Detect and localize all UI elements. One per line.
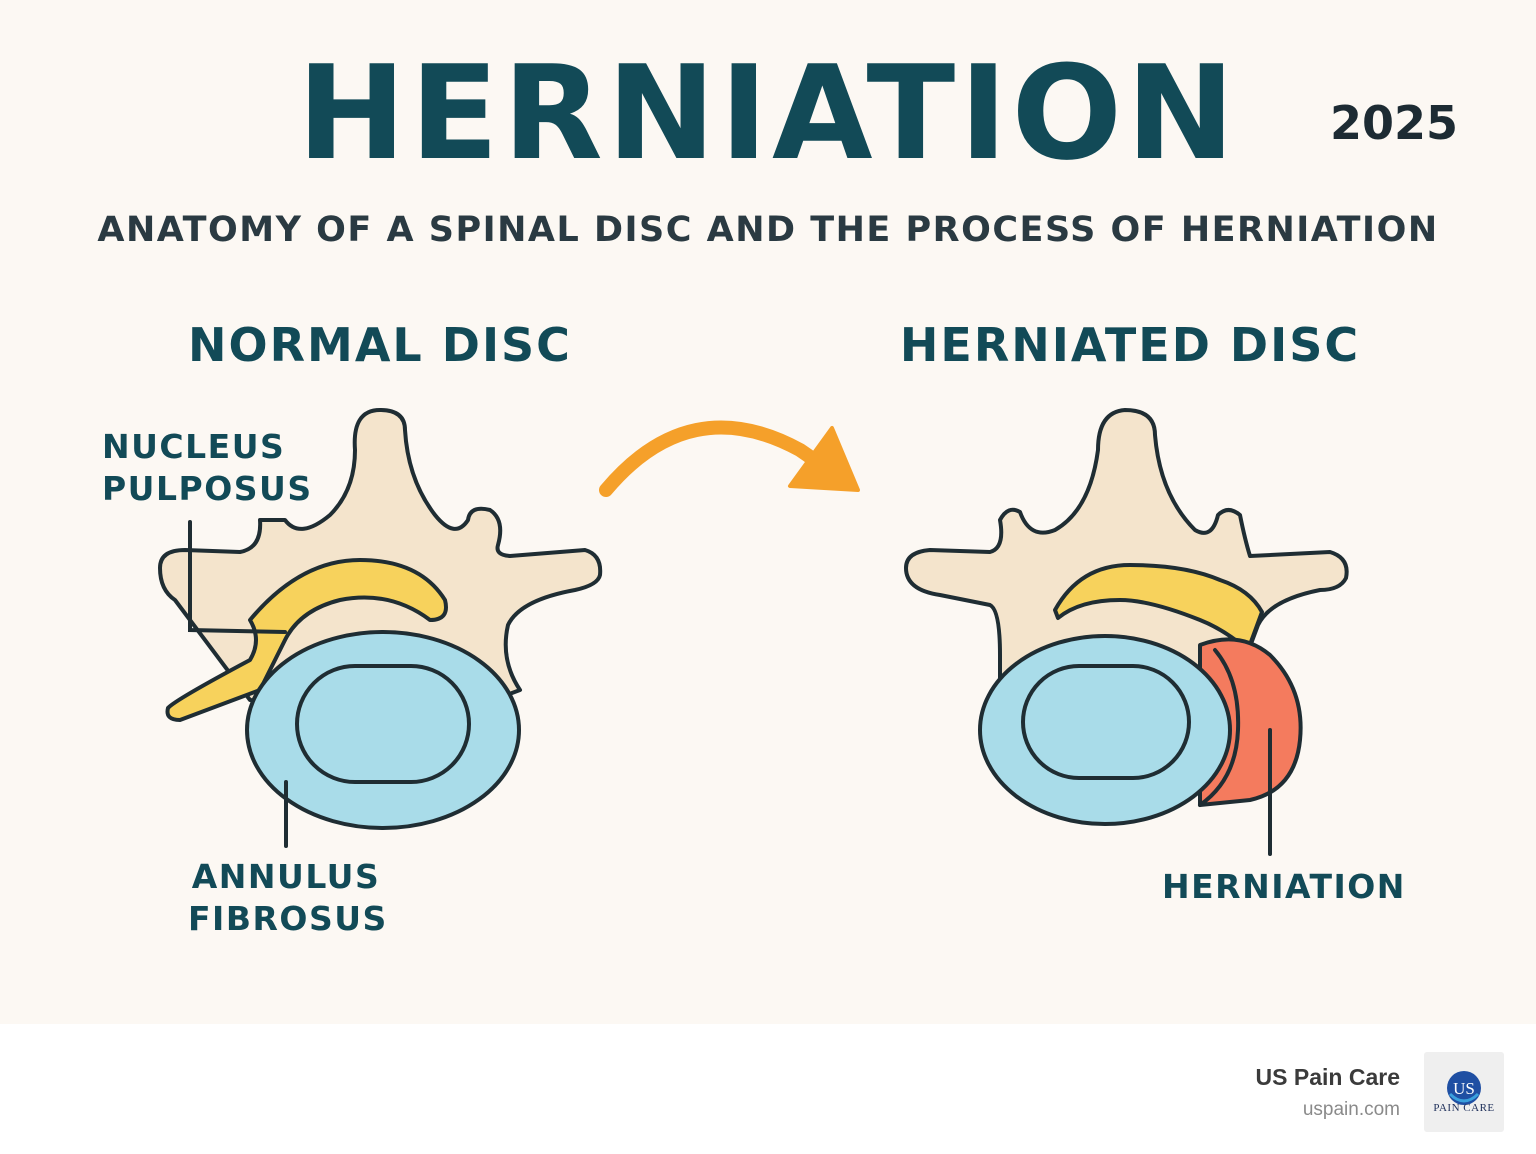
nucleus-label-line1: NUCLEUS [102,427,286,466]
nucleus-label-line2: PULPOSUS [102,469,313,508]
us-pain-care-logo-icon: US [1447,1071,1481,1105]
annulus-label-line1: ANNULUS [191,857,381,896]
herniated-disc-title: HERNIATED DISC [899,318,1361,372]
normal-nucleus [295,664,471,784]
herniation-bulge [1198,637,1303,807]
nucleus-leader-line [188,520,287,634]
annulus-label-line2: FIBROSUS [188,899,388,938]
brand-logo[interactable]: US PAIN CARE [1424,1052,1504,1132]
brand-url[interactable]: uspain.com [1302,1099,1400,1120]
logo-text: PAIN CARE [1433,1102,1495,1114]
nucleus-pulposus-label: NUCLEUS PULPOSUS [102,426,313,510]
diagram-canvas: HERNIATION 2025 ANATOMY OF A SPINAL DISC… [0,0,1536,1024]
brand-name: US Pain Care [1255,1064,1400,1090]
herniation-label: HERNIATION [1162,867,1406,906]
herniated-vertebra [904,408,1349,826]
page-subtitle: ANATOMY OF A SPINAL DISC AND THE PROCESS… [97,210,1439,250]
disc-illustrations [158,408,1349,856]
herniated-nucleus [1021,664,1191,780]
herniated-ligament [1053,563,1264,652]
herniation-edge [1198,648,1241,807]
normal-leader-lines [188,520,288,848]
logo-letters: US [1453,1079,1475,1098]
normal-vertebra [158,408,603,830]
normal-disc-title: NORMAL DISC [188,318,572,372]
page-title: HERNIATION [297,37,1239,189]
curved-arrow-icon [599,420,860,497]
year-label: 2025 [1330,96,1459,150]
annulus-fibrosus-label: ANNULUS FIBROSUS [188,856,388,940]
normal-ligament [165,558,448,722]
